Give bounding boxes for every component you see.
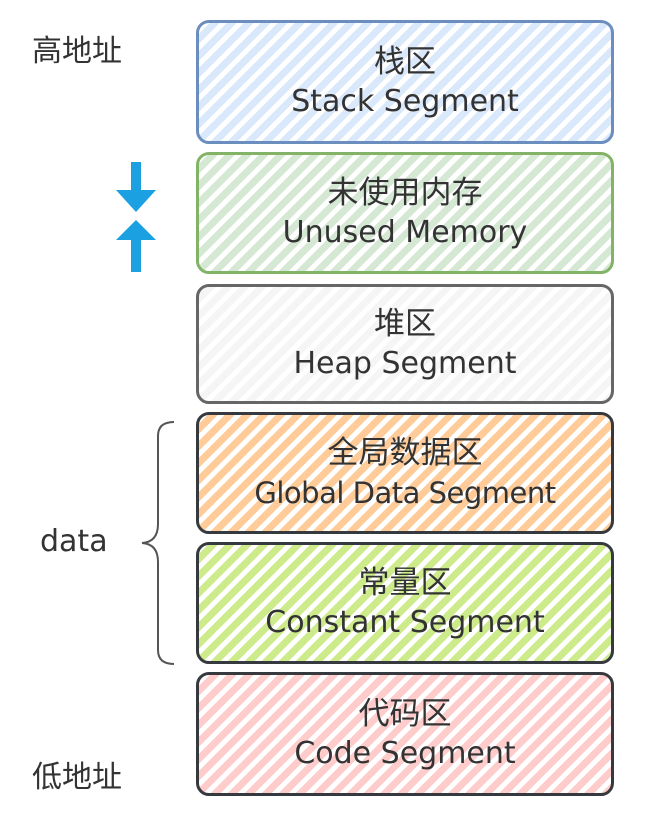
segment-label-en: Global Data Segment	[254, 476, 556, 510]
segment-label-en: Stack Segment	[291, 84, 519, 119]
segment-label-en: Constant Segment	[265, 605, 545, 640]
arrow-down-icon	[116, 162, 156, 212]
stack-segment: 栈区 Stack Segment	[196, 20, 614, 144]
unused-memory-segment: 未使用内存 Unused Memory	[196, 152, 614, 274]
segment-label-en: Code Segment	[294, 736, 516, 771]
high-address-label: 高地址	[32, 34, 122, 69]
segment-label-en: Heap Segment	[293, 346, 517, 381]
data-group-label: data	[40, 524, 108, 559]
segment-label-cn: 栈区	[374, 44, 436, 80]
segment-label-cn: 代码区	[358, 696, 452, 732]
data-group-brace	[141, 421, 175, 665]
arrow-up-icon	[116, 220, 156, 272]
global-data-segment: 全局数据区 Global Data Segment	[196, 412, 614, 534]
constant-segment: 常量区 Constant Segment	[196, 542, 614, 664]
grow-direction-arrows-icon	[116, 162, 156, 272]
segment-label-cn: 常量区	[358, 565, 452, 601]
code-segment: 代码区 Code Segment	[196, 672, 614, 796]
segment-label-en: Unused Memory	[282, 215, 528, 250]
low-address-label: 低地址	[32, 760, 122, 795]
segment-label-cn: 堆区	[374, 306, 436, 342]
segment-label-cn: 未使用内存	[327, 175, 483, 211]
segment-label-cn: 全局数据区	[327, 435, 483, 471]
heap-segment: 堆区 Heap Segment	[196, 284, 614, 404]
